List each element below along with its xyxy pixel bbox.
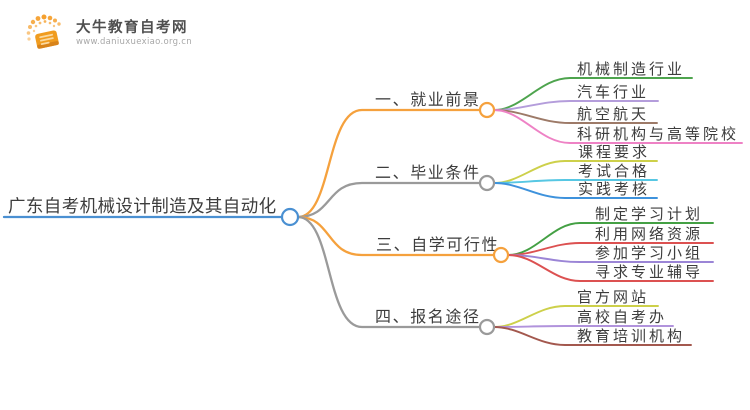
branch-2-node-circle[interactable] [478, 174, 496, 192]
book-sunburst-icon [26, 14, 61, 49]
branch-2-sub-2-label[interactable]: 考试合格 [578, 162, 650, 180]
root-topic-label[interactable]: 广东自考机械设计制造及其自动化 [8, 197, 277, 217]
branch-3-node-circle[interactable] [492, 246, 510, 264]
branch-2-sub-3-label[interactable]: 实践考核 [578, 180, 650, 198]
branch-3-sub-3-label[interactable]: 参加学习小组 [595, 244, 703, 262]
branch-1-label[interactable]: 一、就业前景 [375, 90, 481, 109]
branch-4-node-circle[interactable] [478, 318, 496, 336]
branch-4-label[interactable]: 四、报名途径 [375, 307, 481, 326]
branch-3-sub-4-label[interactable]: 寻求专业辅导 [595, 263, 703, 281]
branch-4-sub-3-label[interactable]: 教育培训机构 [577, 327, 685, 345]
branch-4-sub-1-label[interactable]: 官方网站 [577, 288, 649, 306]
branch-3-sub-2-label[interactable]: 利用网络资源 [595, 225, 703, 243]
edge-root-to-branch-3 [296, 215, 496, 257]
branch-1-sub-3-label[interactable]: 航空航天 [577, 105, 649, 123]
edge-root-to-branch-2 [296, 181, 481, 219]
branch-3-label[interactable]: 三、自学可行性 [376, 235, 499, 254]
branch-1-sub-1-label[interactable]: 机械制造行业 [577, 60, 685, 78]
edge-branch-2-sub-3 [493, 182, 658, 199]
edge-root-to-branch-4 [296, 215, 481, 329]
root-node-circle[interactable] [280, 207, 300, 227]
edge-branch-4-sub-3 [493, 326, 692, 346]
site-url: www.daniuxuexiao.org.cn [76, 36, 192, 47]
branch-1-node-circle[interactable] [478, 101, 496, 119]
site-name: 大牛教育自考网 [76, 19, 188, 36]
site-logo[interactable]: 大牛教育自考网 www.daniuxuexiao.org.cn [25, 13, 192, 53]
edge-branch-3-sub-4 [507, 254, 714, 282]
branch-4-sub-2-label[interactable]: 高校自考办 [577, 308, 667, 326]
logo-text-block: 大牛教育自考网 www.daniuxuexiao.org.cn [76, 19, 192, 48]
branch-1-sub-2-label[interactable]: 汽车行业 [577, 83, 649, 101]
branch-3-sub-1-label[interactable]: 制定学习计划 [595, 205, 703, 223]
branch-2-label[interactable]: 二、毕业条件 [375, 163, 481, 182]
edge-branch-1-sub-4 [493, 109, 743, 144]
branch-1-sub-4-label[interactable]: 科研机构与高等院校 [577, 125, 739, 143]
branch-2-sub-1-label[interactable]: 课程要求 [578, 143, 650, 161]
edge-root-to-branch-1 [296, 108, 481, 219]
